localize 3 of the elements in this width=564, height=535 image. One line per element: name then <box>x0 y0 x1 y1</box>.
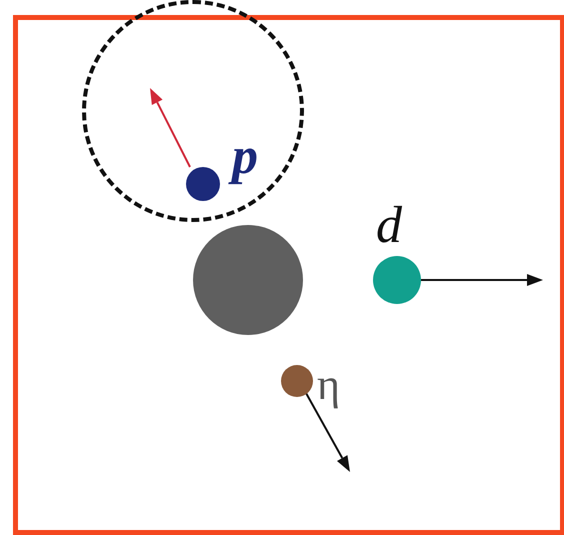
particle-label: d <box>376 196 402 255</box>
dashed-circle <box>82 0 304 222</box>
particle-label: η <box>317 359 340 410</box>
